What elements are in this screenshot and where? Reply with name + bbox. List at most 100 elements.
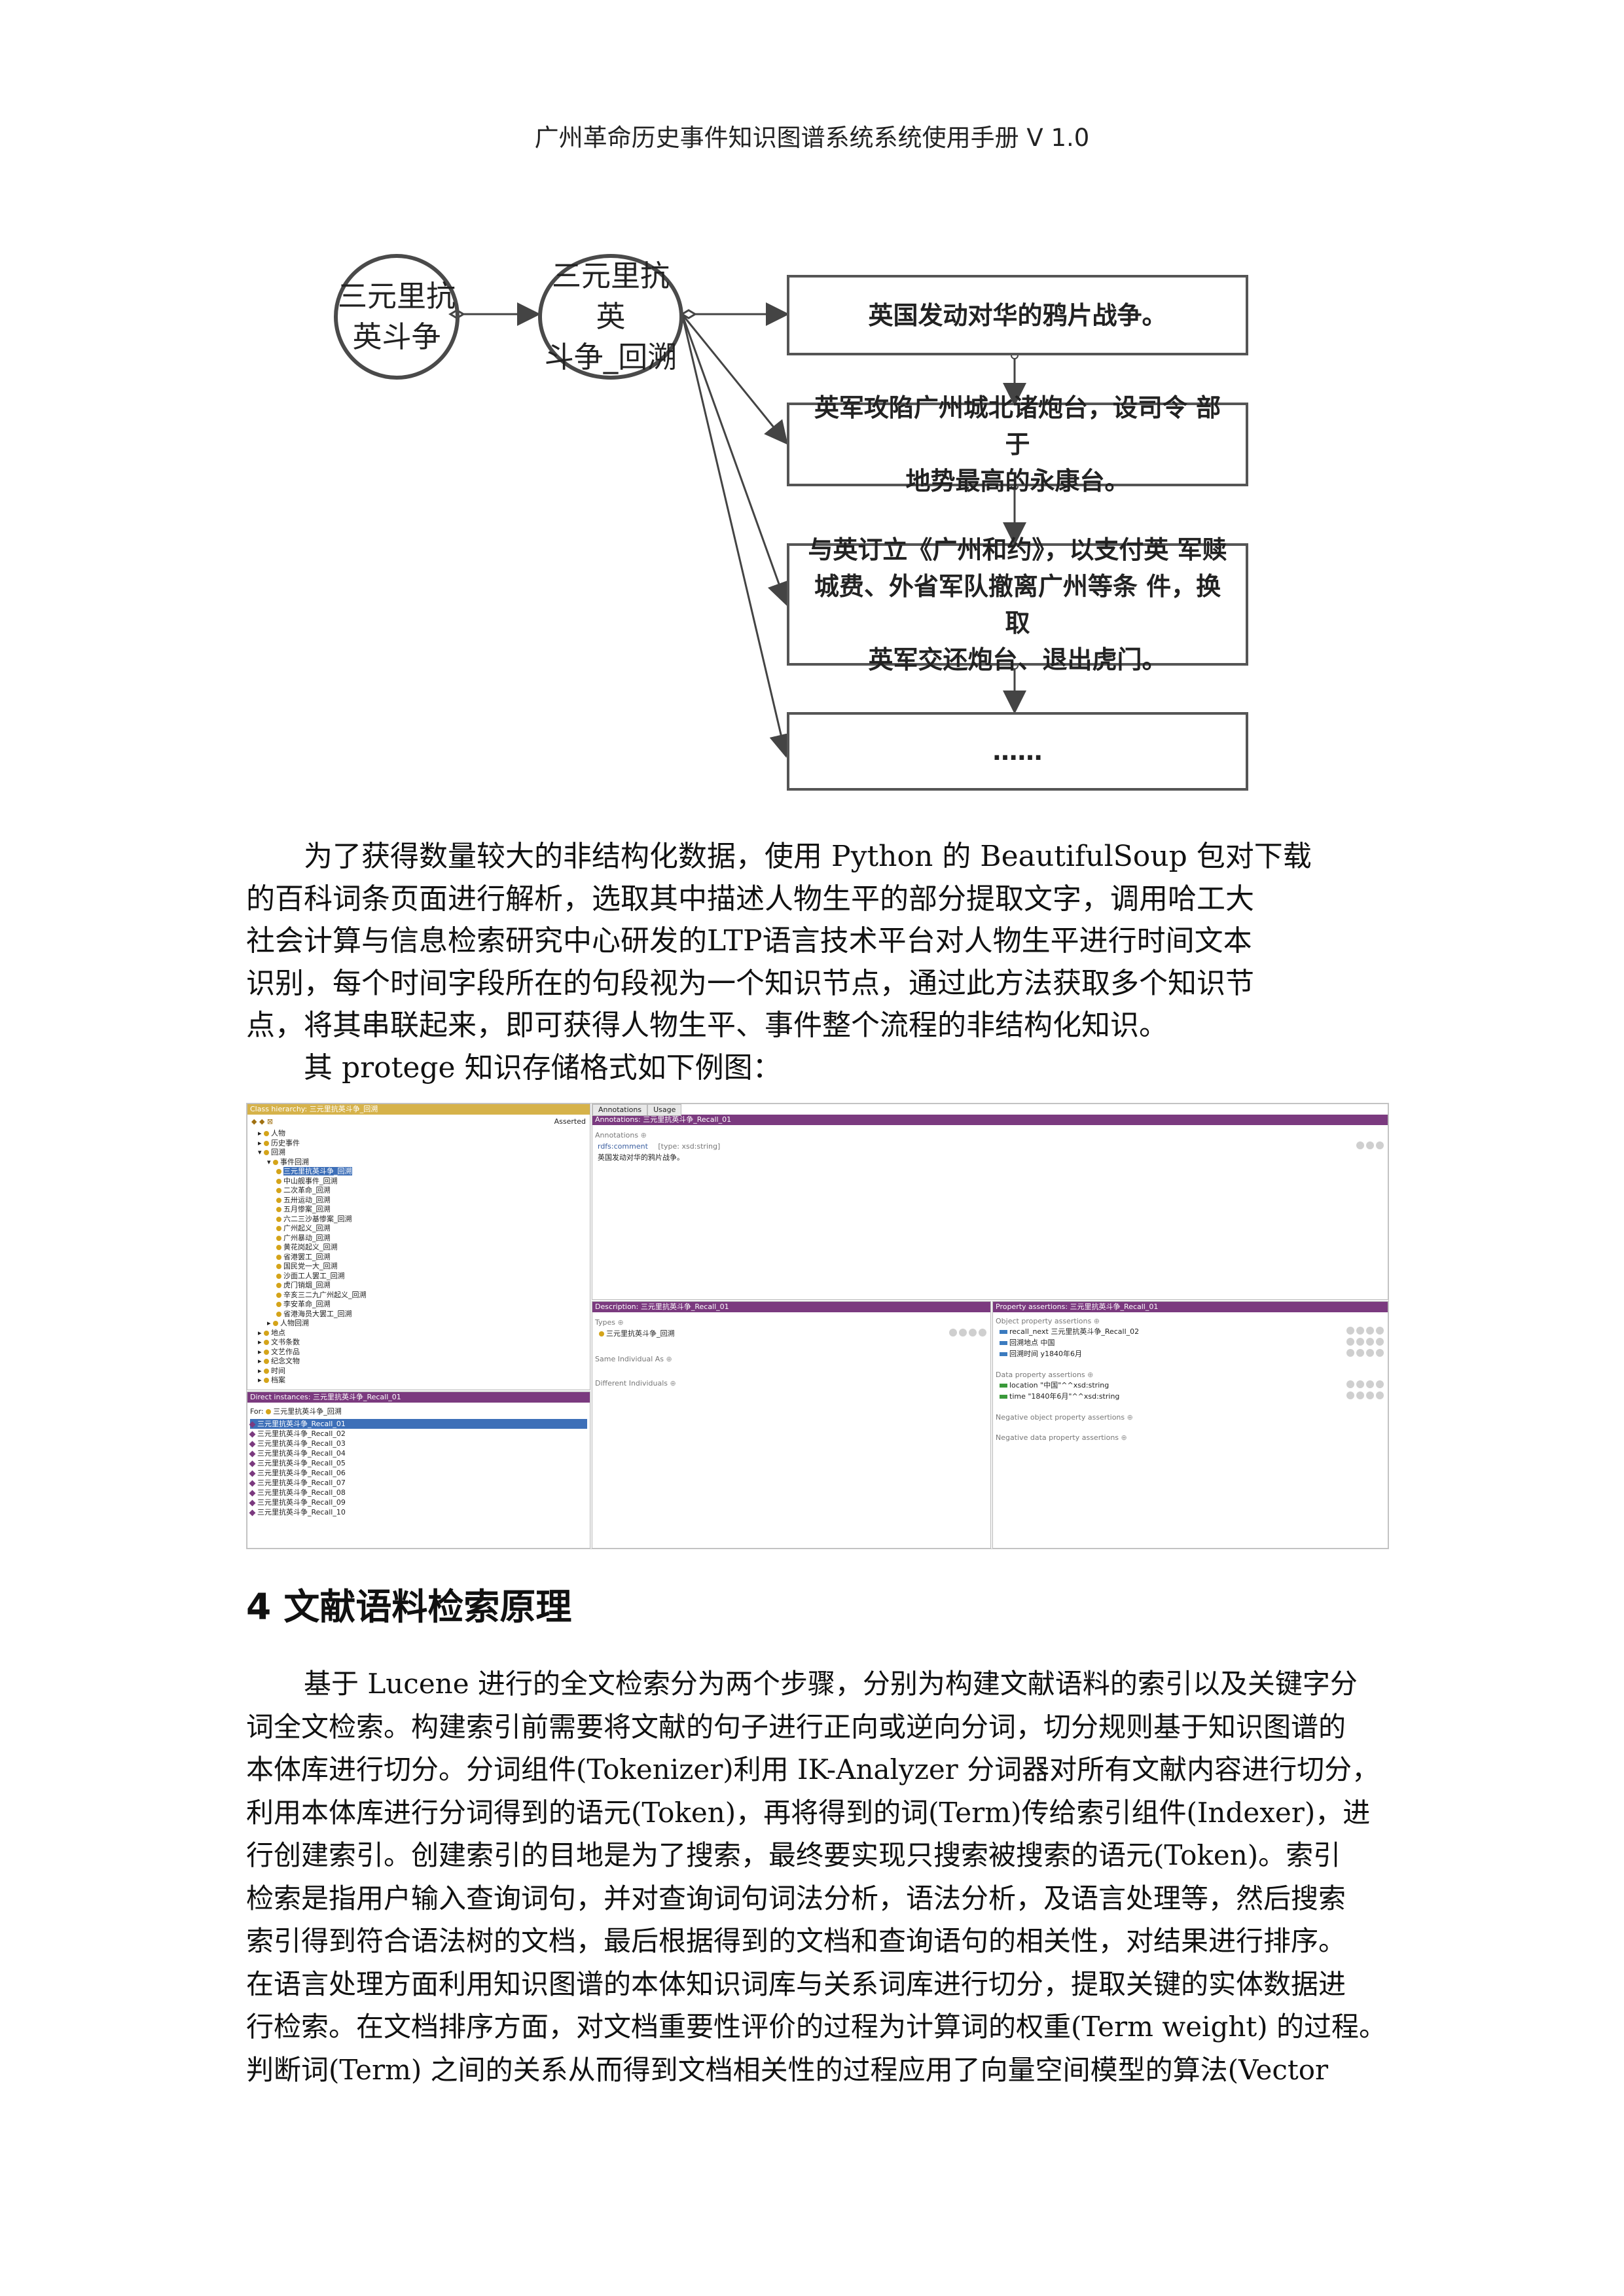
event-box-forts: 英军攻陷广州城北诸炮台，设司令 部于 地势最高的永康台。 xyxy=(787,393,1248,495)
text-line: 索引得到符合语法树的文档，最后根据得到的文档和查询语句的相关性，对结果进行排序。 xyxy=(246,1925,1346,1957)
paragraph-intro: 为了获得数量较大的非结构化数据，使用 Python 的 BeautifulSou… xyxy=(246,836,1385,1089)
tree-node[interactable]: 五月惨案_回溯 xyxy=(258,1205,367,1215)
property-assertions-title: Property assertions: 三元里抗英斗争_Recall_01 xyxy=(993,1302,1388,1312)
instance-item[interactable]: 三元里抗英斗争_Recall_08 xyxy=(249,1488,587,1498)
protege-screenshot: Class hierarchy: 三元里抗英斗争_回溯 Asserted ◆ ◆… xyxy=(246,1103,1389,1549)
text-line: 行创建索引。创建索引的目地是为了搜索，最终要实现只搜索被搜索的语元(Token)… xyxy=(246,1839,1341,1871)
class-tree: ▸ 人物 ▸ 历史事件 ▾ 回溯 ▾ 事件回溯 三元里抗英斗争_回溯 中山舰事件… xyxy=(258,1129,367,1386)
tree-node[interactable]: 虎门销烟_回溯 xyxy=(258,1281,367,1291)
class-toolbar-icons[interactable]: ◆ ◆ ⊠ xyxy=(251,1117,274,1126)
direct-instances-panel: Direct instances: 三元里抗英斗争_Recall_01 For:… xyxy=(247,1391,590,1549)
event-box-line: 英军交还炮台、退出虎门。 xyxy=(868,645,1167,674)
text-line: 检索是指用户输入查询词句，并对查询词句词法分析，语法分析，及语言处理等，然后搜索 xyxy=(246,1882,1346,1914)
text-line: 基于 Lucene 进行的全文检索分为两个步骤，分别为构建文献语料的索引以及关键… xyxy=(304,1668,1358,1700)
tree-node[interactable]: 国民党一大_回溯 xyxy=(258,1262,367,1272)
tree-node[interactable]: 五卅运动_回溯 xyxy=(258,1196,367,1206)
tree-node[interactable]: 二次革命_回溯 xyxy=(258,1186,367,1196)
tab-annotations[interactable]: Annotations xyxy=(592,1104,648,1116)
different-individuals-header: Different Individuals ⊕ xyxy=(595,1379,676,1388)
text-line: 行检索。在文档排序方面，对文档重要性评价的过程为计算词的权重(Term weig… xyxy=(246,2011,1387,2043)
description-panel: Description: 三元里抗英斗争_Recall_01 Types ⊕ 三… xyxy=(592,1301,991,1549)
data-prop-row[interactable]: location "中国"^^xsd:string xyxy=(993,1380,1388,1391)
object-prop-row[interactable]: 回溯地点 中国 xyxy=(993,1337,1388,1348)
tree-node[interactable]: 黄花岗起义_回溯 xyxy=(258,1243,367,1253)
event-box-line: 地势最高的永康台。 xyxy=(905,467,1130,495)
object-prop-row[interactable]: recall_next 三元里抗英斗争_Recall_02 xyxy=(993,1326,1388,1337)
negative-object-props-header: Negative object property assertions ⊕ xyxy=(996,1413,1133,1422)
tree-node[interactable]: 沙面工人罢工_回溯 xyxy=(258,1272,367,1282)
tab-usage[interactable]: Usage xyxy=(647,1104,682,1116)
tree-node[interactable]: ▸ 人物 xyxy=(258,1129,286,1138)
tree-node[interactable]: ▸ 纪念文物 xyxy=(258,1357,300,1365)
annotations-title: Annotations: 三元里抗英斗争_Recall_01 xyxy=(592,1115,1388,1125)
object-props-header: Object property assertions ⊕ xyxy=(996,1317,1100,1325)
instance-item[interactable]: 三元里抗英斗争_Recall_06 xyxy=(249,1468,587,1478)
node-label-line: 三元里抗 xyxy=(338,279,456,314)
class-hierarchy-title: Class hierarchy: 三元里抗英斗争_回溯 xyxy=(247,1104,590,1115)
text-line: 其 protege 知识存储格式如下例图： xyxy=(304,1050,782,1085)
asserted-select[interactable]: Asserted xyxy=(554,1117,586,1126)
instance-item[interactable]: 三元里抗英斗争_Recall_02 xyxy=(249,1429,587,1439)
annotations-header: Annotations ⊕ xyxy=(595,1131,647,1139)
tree-node[interactable]: 中山舰事件_回溯 xyxy=(258,1177,367,1187)
node-label-line: 斗争_回溯 xyxy=(544,340,677,374)
text-line: 利用本体库进行分词得到的语元(Token)，再将得到的词(Term)传给索引组件… xyxy=(246,1796,1371,1829)
same-individual-header: Same Individual As ⊕ xyxy=(595,1355,672,1363)
event-box-more: …… xyxy=(787,712,1248,791)
node-sanyuanli-struggle: 三元里抗 英斗争 xyxy=(334,254,460,380)
tree-node[interactable]: 六二三沙基惨案_回溯 xyxy=(258,1215,367,1225)
description-title: Description: 三元里抗英斗争_Recall_01 xyxy=(592,1302,990,1312)
event-box-line: 城费、外省军队撤离广州等条 件，换取 xyxy=(814,571,1221,637)
type-row[interactable]: 三元里抗英斗争_回溯 xyxy=(592,1327,990,1340)
page-header: 广州革命历史事件知识图谱系统系统使用手册 V 1.0 xyxy=(534,124,1090,152)
tree-node[interactable]: ▸ 历史事件 xyxy=(258,1138,300,1147)
annotation-buttons[interactable] xyxy=(1354,1141,1384,1152)
event-box-text: …… xyxy=(992,737,1043,766)
tree-node[interactable]: ▸ 人物回溯 xyxy=(267,1319,310,1327)
tree-node-selected[interactable]: 三元里抗英斗争_回溯 xyxy=(258,1167,367,1177)
instance-list: 三元里抗英斗争_Recall_01 三元里抗英斗争_Recall_02 三元里抗… xyxy=(247,1418,590,1518)
text-line: 为了获得数量较大的非结构化数据，使用 Python 的 BeautifulSou… xyxy=(304,840,1312,873)
data-prop-row[interactable]: time "1840年6月"^^xsd:string xyxy=(993,1391,1388,1402)
event-box-line: 英军攻陷广州城北诸炮台，设司令 部于 xyxy=(814,393,1221,459)
instance-item[interactable]: 三元里抗英斗争_Recall_10 xyxy=(249,1507,587,1517)
instance-item[interactable]: 三元里抗英斗争_Recall_03 xyxy=(249,1439,587,1448)
event-box-treaty: 与英订立《广州和约》，以支付英 军赎 城费、外省军队撤离广州等条 件，换取 英军… xyxy=(787,535,1248,674)
text-line: 词全文检索。构建索引前需要将文献的句子进行正向或逆向分词，切分规则基于知识图谱的 xyxy=(246,1710,1346,1743)
event-flow-diagram: 三元里抗 英斗争 三元里抗英 斗争_回溯 英国发动对华的鸦片战争。 英军攻陷广州… xyxy=(314,229,1257,818)
text-line: 的百科词条页面进行解析，选取其中描述人物生平的部分提取文字，调用哈工大 xyxy=(246,882,1254,916)
instance-item-selected[interactable]: 三元里抗英斗争_Recall_01 xyxy=(249,1419,587,1429)
tree-node[interactable]: ▸ 档案 xyxy=(258,1376,286,1384)
for-class-row: For: 三元里抗英斗争_回溯 xyxy=(250,1407,342,1416)
tree-node[interactable]: ▸ 文艺作品 xyxy=(258,1347,300,1356)
comment-value: 英国发动对华的鸦片战争。 xyxy=(598,1153,684,1162)
types-header: Types ⊕ xyxy=(595,1318,624,1327)
tree-node[interactable]: ▸ 地点 xyxy=(258,1328,286,1337)
object-prop-row[interactable]: 回溯时间 y1840年6月 xyxy=(993,1348,1388,1359)
tree-node[interactable]: ▸ 时间 xyxy=(258,1366,286,1375)
instance-item[interactable]: 三元里抗英斗争_Recall_05 xyxy=(249,1458,587,1468)
tree-node[interactable]: ▾ 回溯 xyxy=(258,1148,286,1157)
tree-node[interactable]: 广州暴动_回溯 xyxy=(258,1234,367,1244)
tree-node[interactable]: 省港罢工_回溯 xyxy=(258,1253,367,1263)
event-box-opium-war: 英国发动对华的鸦片战争。 xyxy=(787,275,1248,355)
instance-item[interactable]: 三元里抗英斗争_Recall_07 xyxy=(249,1478,587,1488)
tree-node[interactable]: 广州起义_回溯 xyxy=(258,1224,367,1234)
tree-node[interactable]: 李安革命_回溯 xyxy=(258,1300,367,1310)
class-hierarchy-panel: Class hierarchy: 三元里抗英斗争_回溯 Asserted ◆ ◆… xyxy=(247,1103,590,1390)
tree-node[interactable]: ▾ 事件回溯 xyxy=(267,1157,310,1166)
instance-item[interactable]: 三元里抗英斗争_Recall_04 xyxy=(249,1448,587,1458)
tree-node[interactable]: 辛亥三二九广州起义_回溯 xyxy=(258,1291,367,1300)
event-box-text: 英国发动对华的鸦片战争。 xyxy=(868,300,1167,330)
instance-item[interactable]: 三元里抗英斗争_Recall_09 xyxy=(249,1498,587,1507)
node-label-line: 英斗争 xyxy=(352,319,441,354)
tree-node[interactable]: 省港海员大罢工_回溯 xyxy=(258,1310,367,1319)
text-line: 社会计算与信息检索研究中心研发的LTP语言技术平台对人物生平进行时间文本 xyxy=(246,924,1252,958)
data-props-header: Data property assertions ⊕ xyxy=(996,1371,1094,1379)
negative-data-props-header: Negative data property assertions ⊕ xyxy=(996,1433,1127,1442)
section-heading: 4 文献语料检索原理 xyxy=(246,1586,572,1628)
comment-row[interactable]: rdfs:comment [type: xsd:string] xyxy=(592,1140,1388,1153)
text-line: 在语言处理方面利用知识图谱的本体知识词库与关系词库进行切分，提取关键的实体数据进 xyxy=(246,1967,1346,2000)
tree-node[interactable]: ▸ 文书条数 xyxy=(258,1338,300,1346)
